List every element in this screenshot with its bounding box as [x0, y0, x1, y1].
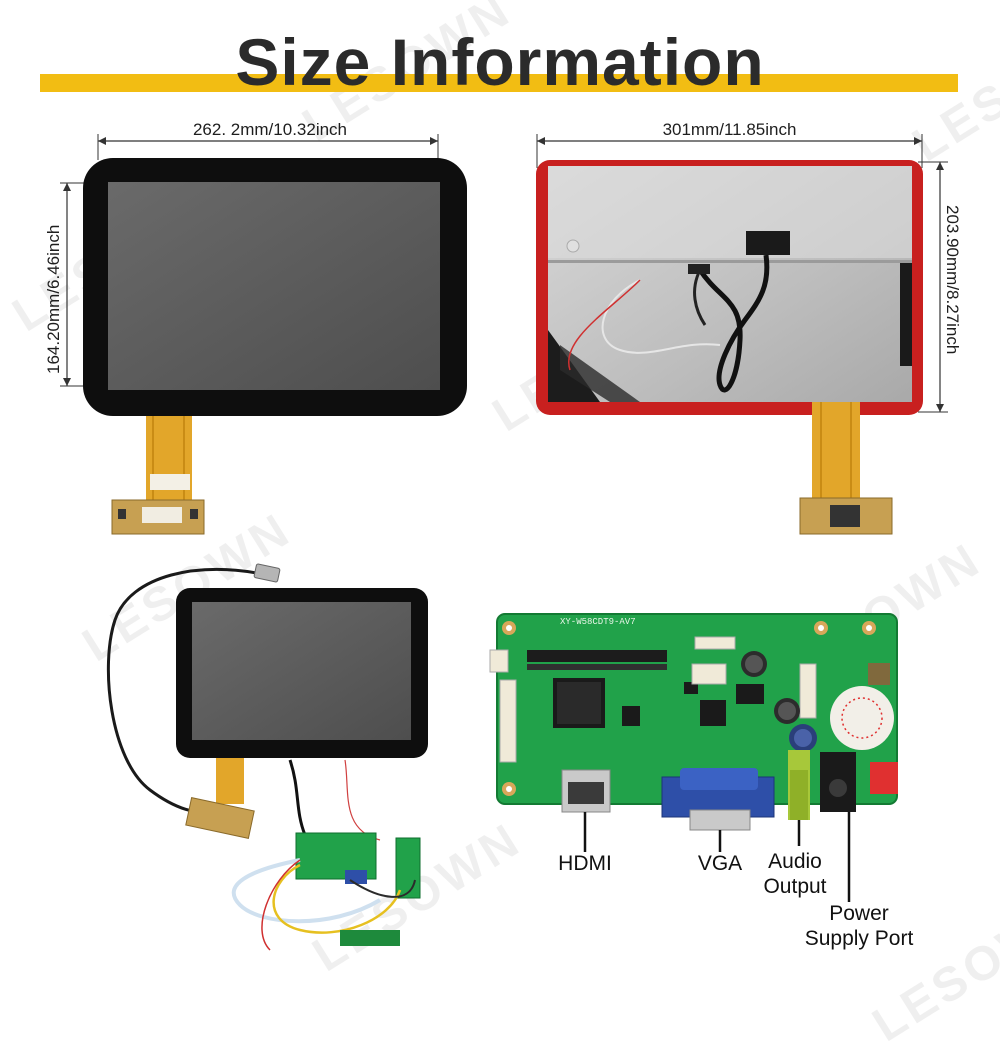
power-label-line1: Power: [829, 902, 889, 925]
power-label-line2: Supply Port: [804, 927, 914, 950]
audio-label-line2: Output: [763, 875, 827, 898]
audio-label-line1: Audio: [768, 850, 822, 873]
front-height-label: 164.20mm/6.46inch: [44, 224, 63, 374]
front-width-label: 262. 2mm/10.32inch: [192, 120, 348, 139]
audio-output-label: Audio Output: [745, 849, 845, 899]
title-underline-bar: [40, 74, 958, 92]
front-panel: [60, 134, 467, 535]
assembled-kit: [106, 563, 428, 951]
power-supply-port-label: Power Supply Port: [784, 901, 934, 951]
product-illustration: [60, 134, 948, 951]
back-panel: [536, 134, 948, 535]
back-width-label: 301mm/11.85inch: [662, 120, 797, 139]
back-height-label: 203.90mm/8.27inch: [943, 205, 962, 355]
page-title: Size Information: [235, 25, 765, 99]
vga-label: VGA: [697, 852, 743, 875]
controller-board: [489, 613, 898, 902]
board-silkscreen: XY-W58CDT9-AV7: [560, 617, 636, 627]
hdmi-label: HDMI: [558, 852, 612, 875]
